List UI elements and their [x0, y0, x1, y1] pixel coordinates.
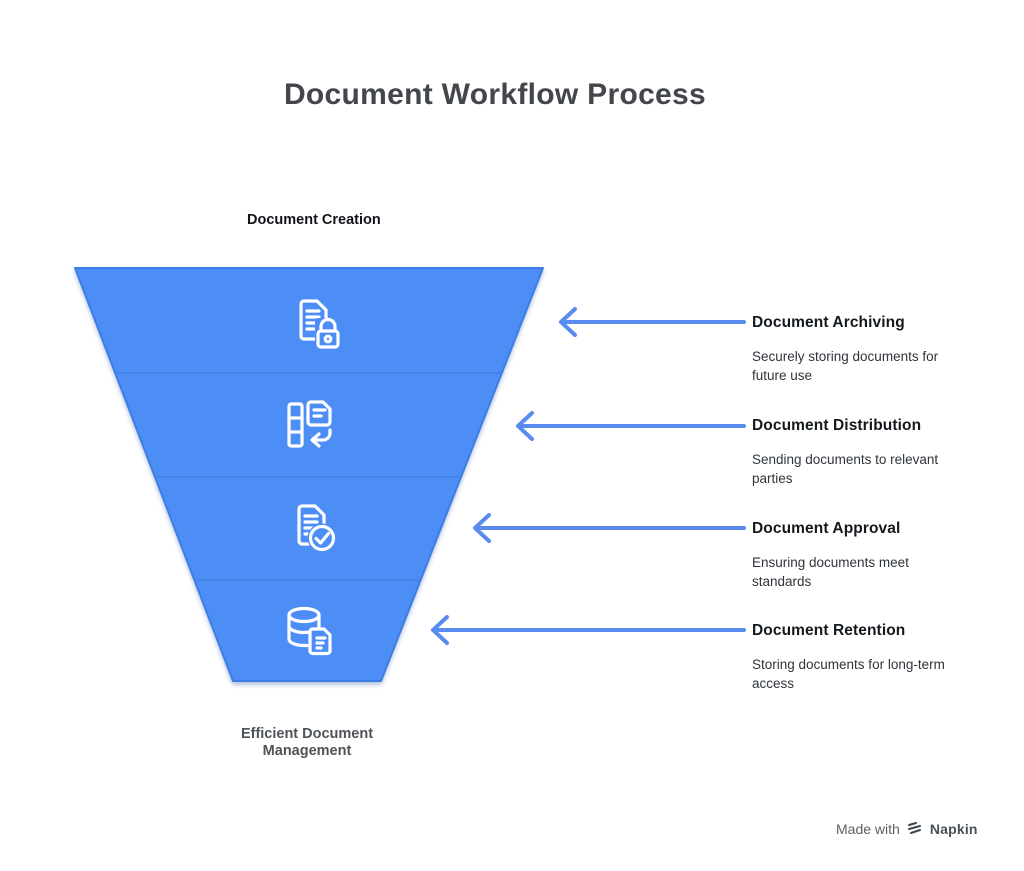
- pointer-arrows: [431, 307, 746, 645]
- funnel-top-label: Document Creation: [247, 212, 381, 228]
- stage-title: Document Archiving: [752, 314, 905, 331]
- arrow-document-retention: [431, 615, 746, 645]
- stage-title: Document Retention: [752, 622, 906, 639]
- funnel-bottom-label: Efficient Document Management: [240, 726, 374, 759]
- stage-label-document-approval: Document Approval Ensuring documents mee…: [752, 520, 967, 591]
- stage-label-document-retention: Document Retention Storing documents for…: [752, 622, 967, 693]
- page-title: Document Workflow Process: [283, 78, 707, 111]
- watermark-brand: Napkin: [929, 821, 978, 837]
- stage-title: Document Approval: [752, 520, 901, 537]
- stage-label-document-archiving: Document Archiving Securely storing docu…: [752, 314, 967, 385]
- stage-description: Storing documents for long-term access: [752, 657, 945, 691]
- arrow-document-archiving: [559, 307, 746, 337]
- stage-description: Securely storing documents for future us…: [752, 349, 939, 383]
- document-lock-icon: [299, 299, 340, 349]
- made-with-napkin-watermark: Made with Napkin: [836, 820, 978, 838]
- arrow-document-distribution: [516, 411, 746, 441]
- document-transfer-icon: [287, 400, 332, 448]
- stage-label-document-distribution: Document Distribution Sending documents …: [752, 417, 967, 488]
- stage-description: Ensuring documents meet standards: [752, 555, 909, 589]
- database-document-icon: [287, 606, 335, 657]
- watermark-prefix: Made with: [836, 821, 900, 837]
- stage-description: Sending documents to relevant parties: [752, 452, 939, 486]
- arrow-document-approval: [473, 513, 746, 543]
- document-check-icon: [297, 504, 337, 553]
- stage-title: Document Distribution: [752, 417, 922, 434]
- napkin-logo-icon: [907, 822, 921, 834]
